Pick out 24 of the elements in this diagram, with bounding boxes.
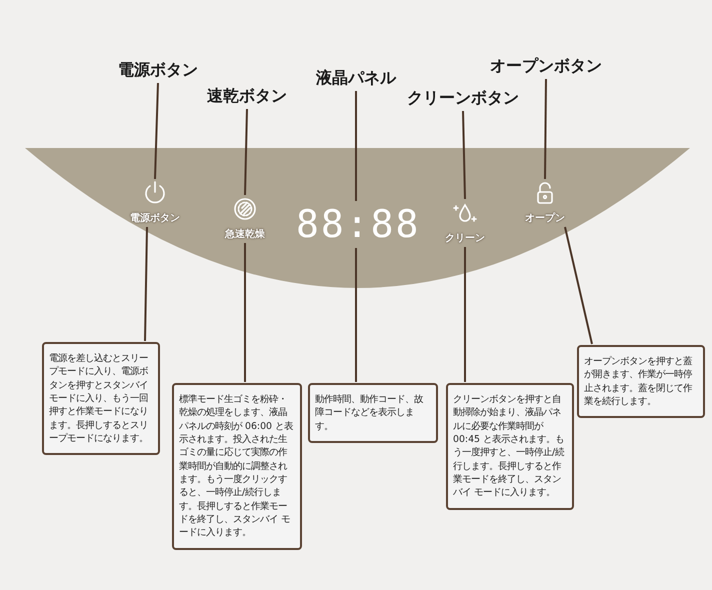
description-box: 動作時間、動作コード、故障コードなどを表示します。 bbox=[308, 383, 438, 444]
callout-title: 速乾ボタン bbox=[197, 86, 297, 107]
button-caption: オープン bbox=[525, 211, 565, 225]
leader-line bbox=[154, 82, 159, 180]
leader-line bbox=[355, 91, 357, 201]
leader-line bbox=[464, 247, 466, 382]
leader-line bbox=[544, 78, 547, 180]
leader-line bbox=[355, 248, 357, 382]
leader-line bbox=[462, 110, 466, 200]
description-box: オープンボタンを押すと蓋が開きます、作業が一時停止されます。蓋を閉じて作業を続行します。 bbox=[577, 345, 705, 418]
callout-title: クリーンボタン bbox=[405, 88, 521, 109]
description-box: 標準モード生ゴミを粉砕・乾燥の処理をします、液晶パネルの時刻が 06:00 と表示されます。投入された生ゴミの量に応じて実際の作業時間が自動的に調整されます。もう一度クリックすると、一時停止/続行します。長押しすると作業モードを終了し、スタンバイ モードに入ります。 bbox=[172, 383, 302, 550]
description-box: 電源を差し込むとスリープモードに入り、電源ボタンを押すとスタンバイモードに入り、もう一回押すと作業モードになります。長押しするとスリープモードになります。 bbox=[42, 342, 160, 456]
button-caption: 電源ボタン bbox=[130, 212, 180, 225]
button-caption: 急速乾燥 bbox=[225, 228, 265, 241]
description-box: クリーンボタンを押すと自動掃除が始まり、液晶パネルに必要な作業時間が 00:45 と表示されます。もう一度押すと、一時停止/続行します。長押しすると作業モードを終了し、スタンバイ モードに入ります。 bbox=[446, 383, 574, 510]
leader-line bbox=[144, 226, 148, 342]
callout-title: オープンボタン bbox=[486, 56, 606, 77]
button-caption: クリーン bbox=[445, 232, 485, 245]
callout-title: 電源ボタン bbox=[108, 60, 208, 81]
led-display: 88:88 bbox=[296, 202, 416, 246]
callout-title: 液晶パネル bbox=[306, 68, 406, 89]
leader-line bbox=[244, 243, 246, 382]
leader-line bbox=[244, 108, 248, 196]
